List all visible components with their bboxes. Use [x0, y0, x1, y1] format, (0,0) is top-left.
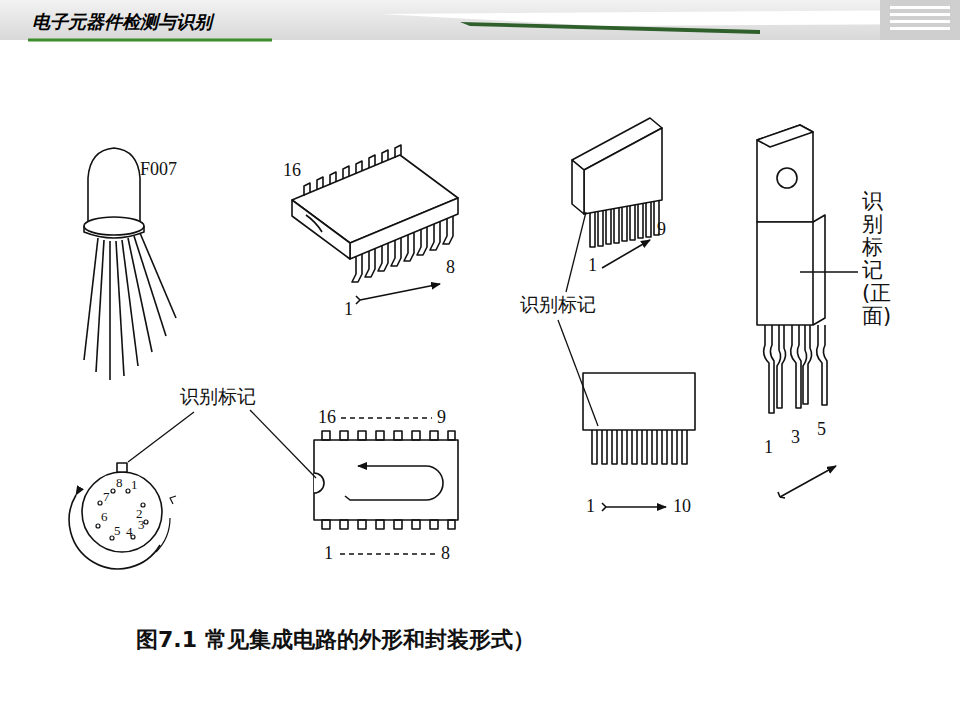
pin-number: 3 [138, 518, 145, 532]
sip-package-flat [583, 373, 695, 511]
pin-number: 9 [437, 408, 446, 428]
part-number: F007 [140, 160, 177, 180]
pin-number: 1 [586, 497, 595, 517]
marker-label: 识别标记 [520, 294, 596, 315]
pin-number: 1 [131, 478, 138, 492]
pin-number: 3 [791, 428, 800, 448]
marker-label: 识别标记 [180, 386, 256, 407]
figure-caption: 图7.1 常见集成电路的外形和封装形式） [136, 628, 535, 652]
marker-label-vertical: 识别标记(正面) [862, 190, 883, 329]
header-band [0, 0, 960, 40]
header-title: 电子元器件检测与识别 [32, 12, 212, 32]
pin-number: 5 [817, 420, 826, 440]
leader-line [128, 212, 858, 478]
pin-number: 16 [283, 161, 301, 181]
pin-number: 5 [114, 524, 121, 538]
pin-number: 1 [588, 256, 597, 276]
pin-number: 1 [344, 300, 353, 320]
can-bottom-view [69, 463, 176, 569]
pin-number: 10 [673, 497, 691, 517]
sip-package [572, 118, 662, 268]
pin-number: 1 [764, 438, 773, 458]
pin-number: 8 [441, 544, 450, 564]
pin-number: 8 [116, 476, 123, 490]
pin-number: 9 [657, 220, 666, 240]
sop-package [292, 145, 458, 304]
pin-number: 6 [101, 510, 108, 524]
metal-can-package [84, 148, 176, 380]
pin-number: 4 [126, 525, 133, 539]
dip-package [314, 418, 458, 554]
pin-number: 7 [103, 490, 110, 504]
pin-number: 16 [318, 408, 336, 428]
pin-number: 1 [324, 544, 333, 564]
power-ic-package [757, 125, 836, 498]
pin-number: 8 [446, 258, 455, 278]
